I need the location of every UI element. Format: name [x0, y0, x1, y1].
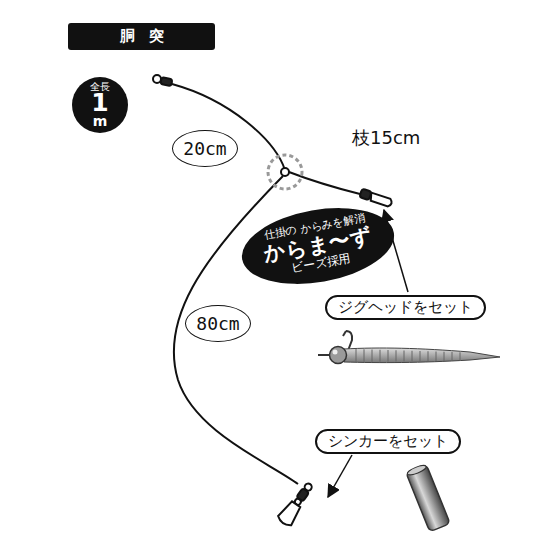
worm-ridge [380, 350, 381, 362]
length-oval: 20cm [172, 130, 238, 167]
node-text: 1 [91, 91, 108, 115]
worm-ridge [444, 352, 445, 361]
worm-ridge [388, 350, 389, 362]
node-text: 20cm [183, 138, 226, 159]
callout-pill: ジグヘッドをセット [325, 295, 486, 320]
jig-head [318, 331, 500, 364]
worm-ridge [356, 349, 357, 362]
worm-ridge [396, 350, 397, 361]
bead-highlight [268, 155, 302, 189]
leader-arrow [328, 455, 352, 497]
length-disc: 全長1m [72, 77, 128, 133]
length-oval: 80cm [185, 305, 251, 342]
worm-ridge [364, 349, 365, 362]
node-text: m [93, 115, 108, 128]
sinker [405, 463, 450, 532]
branch-snap [359, 189, 393, 208]
top-swivel [153, 75, 172, 86]
node-text: 全長 [90, 82, 110, 92]
worm-ridge [420, 351, 421, 361]
feature-badge: 仕掛の からみを解消からま〜ずビーズ採用 [236, 197, 400, 295]
worm-ridge [372, 350, 373, 362]
bottom-swivel [276, 480, 316, 528]
worm-ridge [404, 351, 405, 362]
worm-ridge [428, 351, 429, 361]
callout-pill: シンカーをセット [315, 429, 461, 454]
part-label: 枝15cm [352, 126, 420, 150]
node-text: 80cm [196, 313, 239, 334]
worm-ridge [452, 352, 453, 361]
worm-ridge [436, 352, 437, 362]
main-line [172, 84, 285, 170]
node-text: ジグヘッドをセット [338, 298, 473, 317]
title-band: 胴突 [68, 23, 215, 50]
worm-ridge [460, 352, 461, 360]
worm-ridge [412, 351, 413, 362]
bead [281, 168, 289, 176]
node-text: シンカーをセット [328, 432, 448, 451]
